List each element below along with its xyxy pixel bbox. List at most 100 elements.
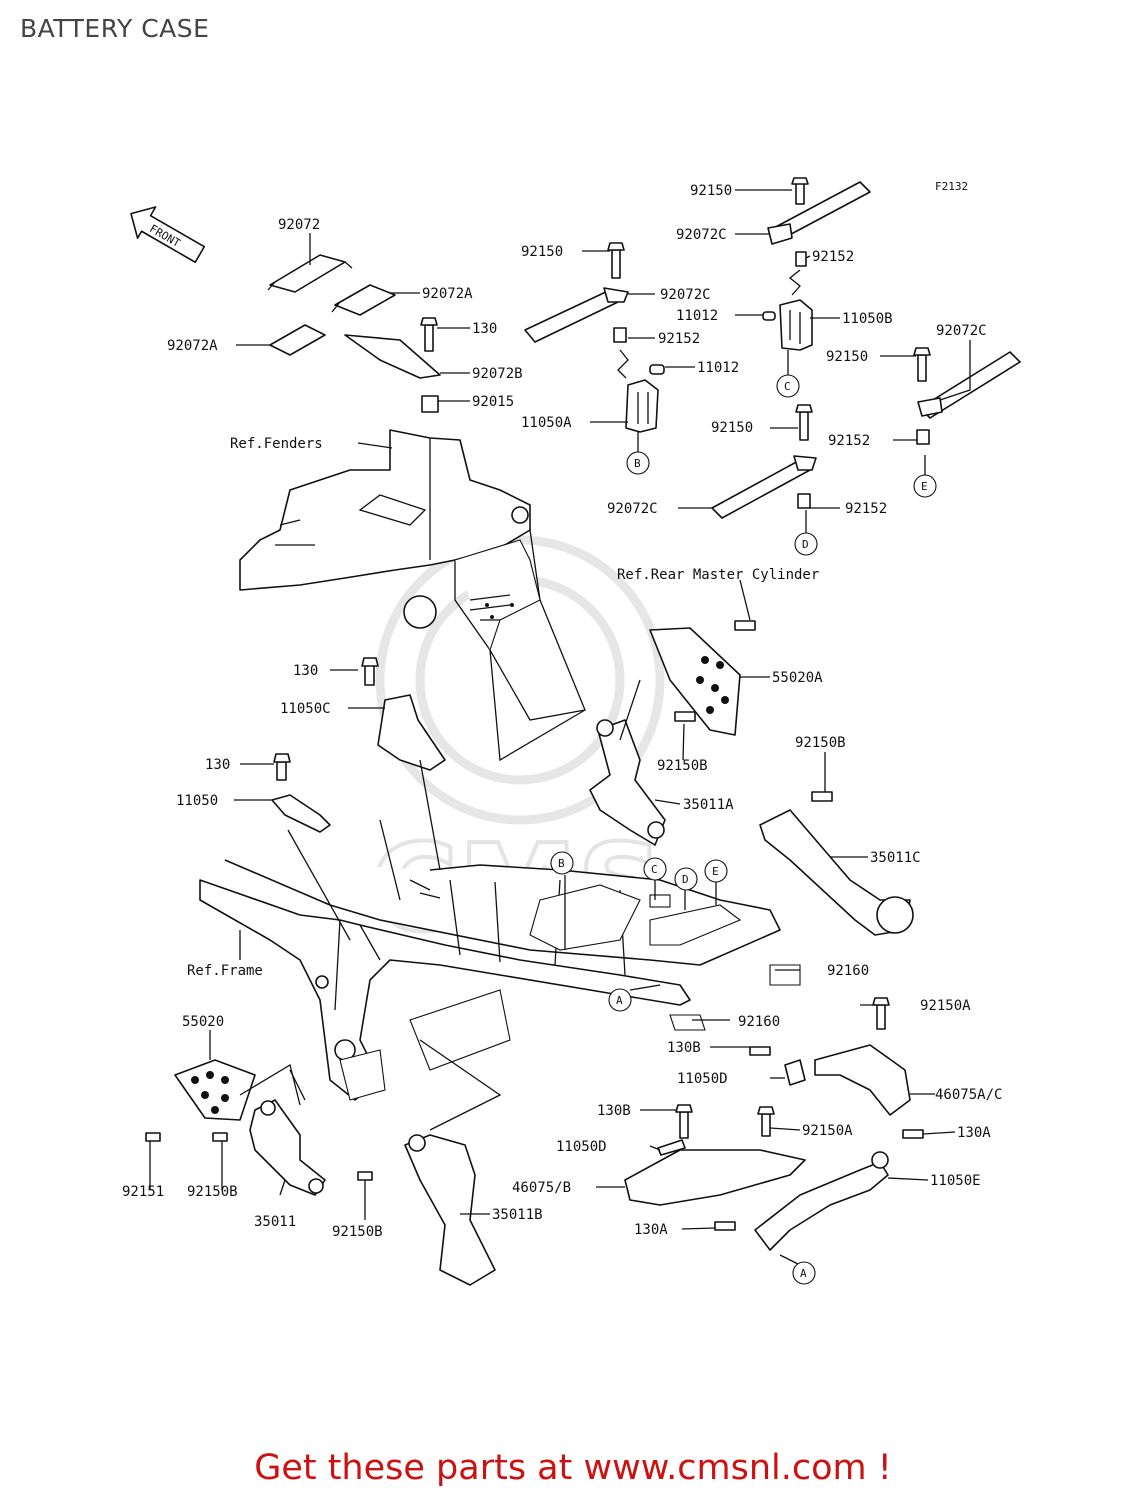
part-label: 11050E [930,1173,981,1189]
bracket-11050c [361,657,446,771]
part-label: 35011 [254,1214,296,1230]
part-label: 92072A [167,338,218,354]
part-label: 92160 [827,963,869,979]
strap-92072a-2 [269,324,326,356]
svg-text:A: A [800,1267,807,1280]
part-label: 55020 [182,1014,224,1030]
page-title: BATTERY CASE [20,14,210,43]
svg-text:D: D [682,873,689,886]
part-label: 92150B [795,735,846,751]
bracket-11050d-1 [749,1046,806,1086]
callout-a-frame: A [608,988,632,1012]
bracket-11050e [754,1129,924,1251]
part-label: 35011B [492,1207,543,1223]
svg-text:B: B [634,457,641,470]
part-label: 92150 [711,420,753,436]
ref-fenders-label: Ref.Fenders [230,436,323,452]
part-label: 11050D [677,1071,728,1087]
part-label: 11050A [521,415,572,431]
callout-e-top: E [913,474,937,498]
callout-d-top: D [794,532,818,556]
part-label: 130 [472,321,497,337]
footpeg-plate-55020 [174,1059,256,1121]
part-label: 130 [205,757,230,773]
part-label: 130A [634,1222,668,1238]
part-label: 92150 [826,349,868,365]
part-label: 92150B [187,1184,238,1200]
part-label: 92072C [660,287,711,303]
part-label: 92152 [828,433,870,449]
part-label: 46075A/C [935,1087,1002,1103]
part-label: 11012 [676,308,718,324]
figure-code: F2132 [935,180,968,193]
strap-92072c-d [711,404,817,519]
part-label: 130B [667,1040,701,1056]
callout-c-top: C [776,374,800,398]
footpeg-plate-55020a [649,620,756,736]
part-label: 92152 [658,331,700,347]
part-label: 92150A [802,1123,853,1139]
callout-b-top: B [626,451,650,475]
callout-a-lower: A [792,1261,816,1285]
part-label: 92072A [422,286,473,302]
strap-92072 [267,254,353,293]
part-label: 11050C [280,701,331,717]
svg-text:B: B [558,857,565,870]
leader-lines [149,189,971,1266]
callout-e-frame: E [704,859,728,883]
strap-92072b [344,317,441,413]
part-label: 11050 [176,793,218,809]
ref-frame-label: Ref.Frame [187,963,263,979]
part-label: 11050B [842,311,893,327]
part-label: 92150A [920,998,971,1014]
bracket-11050a [617,349,665,433]
part-label: 92150B [657,758,708,774]
front-arrow-icon: FRONT [130,206,206,264]
callout-b-frame: B [550,851,574,875]
bolt-92151 [145,1132,161,1142]
part-label: 92160 [738,1014,780,1030]
bolt-130a-2 [714,1221,736,1231]
strap-92072a-1 [331,284,396,316]
footpeg-bracket-35011 [249,1099,326,1196]
part-label: 35011A [683,797,734,813]
part-label: 35011C [870,850,921,866]
part-label: 130A [957,1125,991,1141]
part-label: 92151 [122,1184,164,1200]
footer-link[interactable]: Get these parts at www.cmsnl.com ! [254,1448,892,1488]
callout-c-frame: C [643,857,667,881]
bolt-92150b-4 [357,1171,373,1181]
part-label: 92150 [690,183,732,199]
bracket-11050 [271,753,331,833]
footpeg-bracket-35011a [589,711,696,846]
part-label: 92072C [936,323,987,339]
footpeg-bracket-35011b [404,1134,496,1286]
strap-92072c-right [913,347,1021,445]
part-label: 130B [597,1103,631,1119]
part-label: 92072B [472,366,523,382]
part-label: 92015 [472,394,514,410]
part-label: 92150 [521,244,563,260]
strap-92072c-top [767,177,871,267]
part-label: 92152 [812,249,854,265]
svg-text:E: E [712,865,719,878]
svg-text:E: E [921,480,928,493]
guard-46075ac [814,997,911,1116]
bracket-11050b [762,269,813,351]
part-label: 46075/B [512,1180,571,1196]
part-label: 55020A [772,670,823,686]
part-label: 92150B [332,1224,383,1240]
svg-text:C: C [784,380,791,393]
part-label: 130 [293,663,318,679]
callout-d-frame: D [674,867,698,891]
part-label: 92072 [278,217,320,233]
bolt-92150b-3 [212,1132,228,1142]
strap-92072c-mid [524,242,629,343]
exploded-parts-diagram: CMS F2132 FRONT [122,177,1021,1286]
part-number-labels: 92150 92072C 92152 92150 92072C 92152 11… [122,183,1002,1240]
svg-text:D: D [802,538,809,551]
svg-text:C: C [651,863,658,876]
part-label: 11012 [697,360,739,376]
svg-text:A: A [616,994,623,1007]
part-label: 92072C [607,501,658,517]
